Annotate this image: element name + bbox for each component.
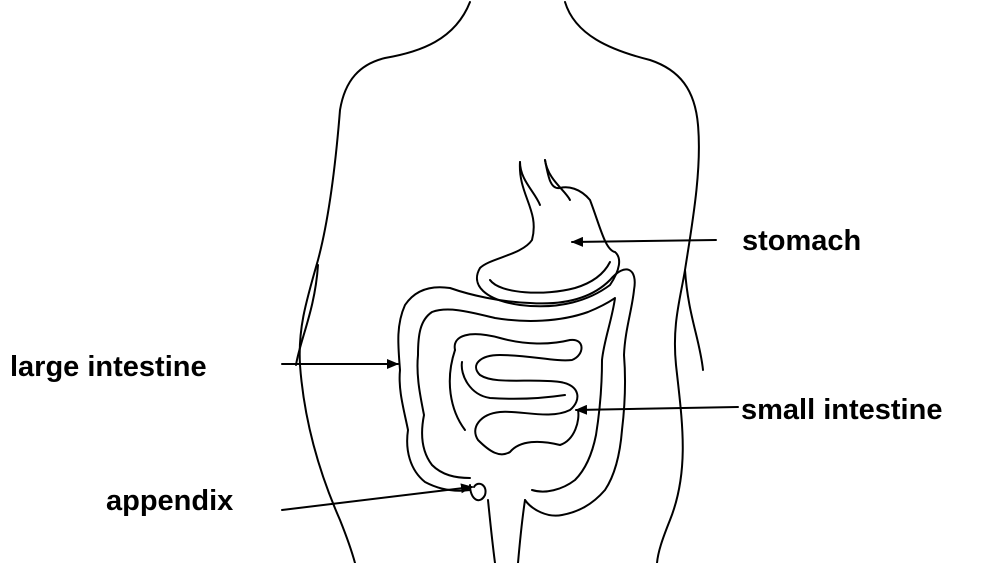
stomach-label: stomach xyxy=(742,227,861,256)
right-arm-inner xyxy=(685,270,703,370)
left-arm-inner xyxy=(296,265,318,365)
small-intestine-label: small intestine xyxy=(741,396,942,425)
torso-left-outline xyxy=(300,2,470,563)
rectum-right xyxy=(518,500,525,563)
stomach-outline xyxy=(477,160,619,306)
appendix-label: appendix xyxy=(106,487,233,516)
large-intestine-inner xyxy=(417,298,615,492)
rectum-left xyxy=(488,500,495,563)
stomach-inner xyxy=(490,262,610,293)
appendix-arrow xyxy=(282,487,472,510)
large-intestine-label: large intestine xyxy=(10,353,207,382)
small-intestine-loops xyxy=(455,334,582,454)
torso-right-outline xyxy=(565,2,699,563)
stomach-arrow xyxy=(572,240,716,242)
